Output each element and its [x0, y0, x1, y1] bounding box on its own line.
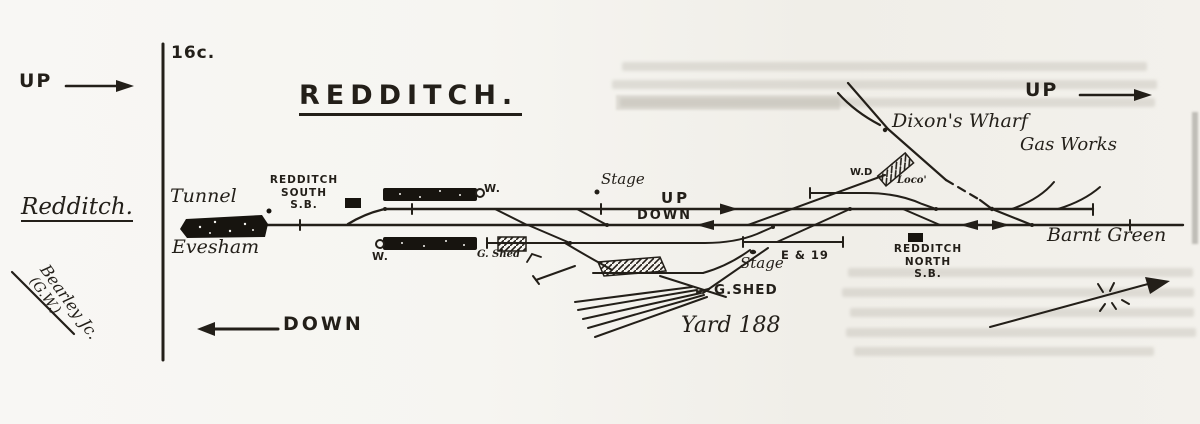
- bleedthrough-text: [846, 328, 1196, 337]
- goods-shed-small: [497, 236, 527, 252]
- north-signal-box-label: REDDITCH NORTH S.B.: [876, 243, 980, 281]
- south-box-line2: SOUTH: [281, 186, 327, 199]
- bearley-branch-line: [10, 270, 76, 336]
- page-edge-smudge: [1192, 112, 1198, 244]
- yard-sidings: [526, 242, 769, 338]
- stage-upper-label: Stage: [601, 170, 645, 188]
- bleedthrough-text: [854, 347, 1154, 356]
- gas-works-label: Gas Works: [1020, 134, 1117, 155]
- signal-box-south: [345, 198, 361, 208]
- goods-loop: [486, 174, 937, 249]
- dixons-wharf-label: Dixon's Wharf: [892, 110, 1028, 132]
- goods-shed-small-label: G. Shed: [477, 249, 520, 260]
- north-box-line2: NORTH: [904, 255, 952, 268]
- south-box-line3: S.B.: [290, 199, 318, 211]
- tunnel-mouth: [180, 208, 272, 238]
- stage-lower-label: Stage: [740, 254, 784, 272]
- platform-up: [383, 188, 485, 201]
- south-box-line1: REDDITCH: [269, 174, 339, 186]
- up-arrow-left: [64, 80, 134, 92]
- tunnel-label: Tunnel: [170, 185, 237, 207]
- north-compass-arrow: [989, 277, 1170, 328]
- down-line-label: DOWN: [637, 208, 693, 223]
- figure-ref: 16c.: [171, 43, 216, 63]
- water-crane-upper-label: W.: [484, 182, 501, 195]
- south-signal-box-label: REDDITCH SOUTH S.B.: [258, 174, 350, 212]
- bleedthrough-text: [620, 98, 1155, 107]
- junction-dots: [383, 127, 1034, 245]
- bleedthrough-highlight: [616, 95, 840, 110]
- line-direction-arrows: [696, 203, 1010, 230]
- bleedthrough-text: [622, 62, 1147, 71]
- barnt-green-label: Barnt Green: [1047, 224, 1167, 246]
- yard-label: Yard 188: [681, 313, 781, 338]
- bleedthrough-text: [848, 268, 1193, 277]
- water-crane-lower-label: W.: [372, 250, 389, 263]
- crossovers: [494, 208, 941, 244]
- bleedthrough-text: [842, 288, 1194, 297]
- loco-shed-building: [876, 151, 915, 188]
- gas-works-curves: [1011, 181, 1101, 210]
- down-direction-bottom-label: DOWN: [283, 313, 364, 335]
- up-line-label: UP: [661, 189, 691, 207]
- loco-label: Loco': [897, 175, 927, 186]
- bleedthrough-text: [850, 308, 1194, 317]
- wd-label: W.D: [850, 167, 873, 178]
- evesham-label: Evesham: [172, 236, 260, 258]
- up-direction-left-label: UP: [19, 70, 53, 92]
- up-arrow-right: [1078, 89, 1152, 101]
- platform-down: [375, 237, 477, 250]
- signal-box-north: [908, 233, 923, 242]
- diagram-title: REDDITCH.: [299, 81, 523, 117]
- north-box-line1: REDDITCH: [893, 243, 963, 255]
- station-name-margin: Redditch.: [21, 195, 133, 223]
- down-arrow-bottom: [197, 322, 280, 336]
- up-direction-right-label: UP: [1025, 79, 1059, 101]
- goods-shed-building: [596, 256, 668, 277]
- dixons-wharf-branch: [836, 81, 1034, 227]
- bleedthrough-text: [612, 80, 1157, 89]
- e-and-19-label: E & 19: [781, 248, 829, 262]
- goods-shed-main-label: G.SHED: [714, 282, 778, 298]
- stage-markers: [594, 189, 757, 294]
- north-box-line3: S.B.: [914, 268, 942, 280]
